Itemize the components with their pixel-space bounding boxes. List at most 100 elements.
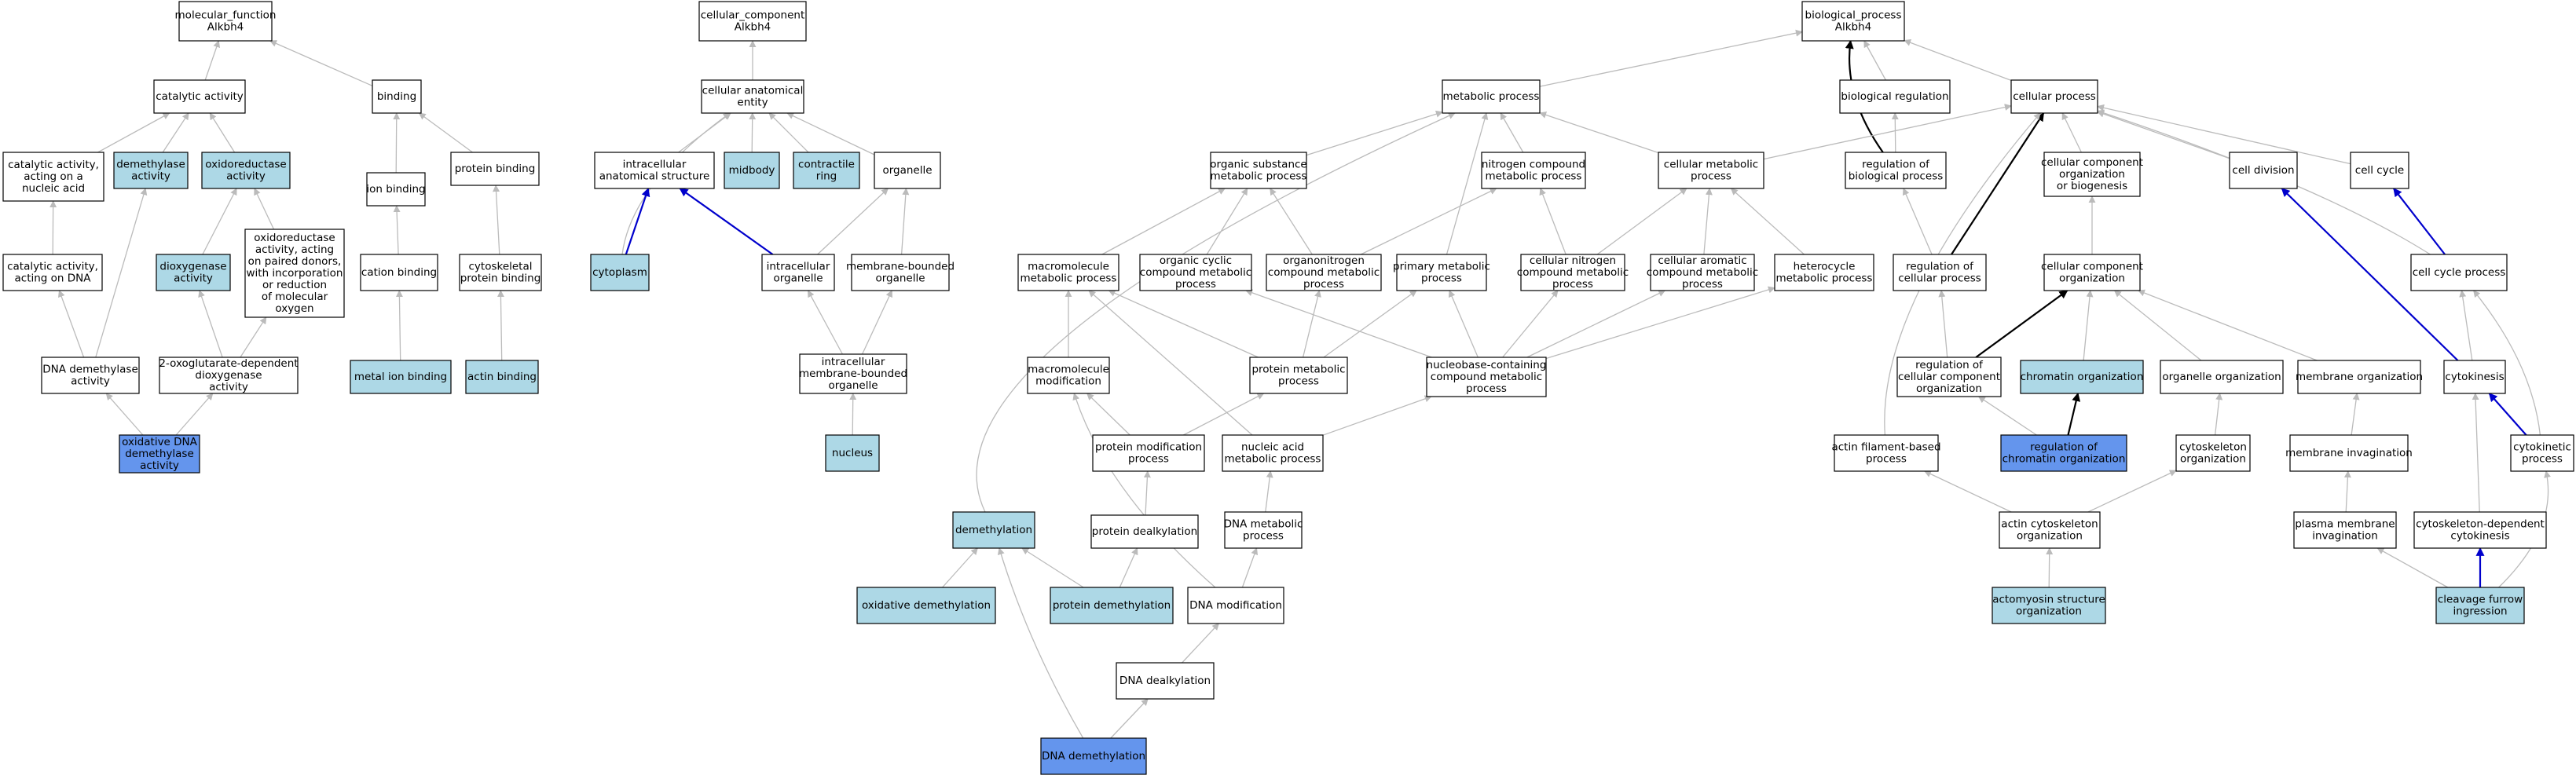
node-label-line: regulation of bbox=[1915, 359, 1984, 371]
node-box bbox=[2175, 434, 2251, 472]
node-protein_demeth[interactable]: protein demethylation bbox=[1050, 587, 1174, 624]
node-cytoplasm[interactable]: cytoplasm bbox=[590, 254, 650, 291]
node-midbody[interactable]: midbody bbox=[724, 152, 780, 189]
edge-primary_met-to-metabolic bbox=[1446, 112, 1489, 255]
node-dna_demeth[interactable]: DNA demethylation bbox=[1040, 737, 1147, 775]
node-organelle[interactable]: organelle bbox=[874, 152, 941, 189]
node-cellular_proc[interactable]: cellular process bbox=[2010, 79, 2098, 114]
node-catalytic[interactable]: catalytic activity bbox=[153, 79, 246, 114]
node-label-line: DNA metabolic bbox=[1224, 518, 1303, 531]
node-label-line: organic substance bbox=[1210, 159, 1306, 171]
node-label-line: process bbox=[1303, 278, 1344, 291]
node-dna_dealk[interactable]: DNA dealkylation bbox=[1116, 662, 1215, 700]
node-cat_dna[interactable]: catalytic activity,acting on DNA bbox=[2, 254, 103, 291]
node-protein_binding[interactable]: protein binding bbox=[450, 152, 540, 186]
node-box bbox=[201, 152, 291, 189]
node-ion_binding[interactable]: ion binding bbox=[366, 172, 426, 207]
node-box bbox=[1116, 662, 1215, 700]
node-protein_dealk[interactable]: protein dealkylation bbox=[1090, 514, 1199, 549]
node-nucleus[interactable]: nucleus bbox=[825, 434, 880, 472]
node-label-line: organelle bbox=[773, 272, 823, 285]
node-box bbox=[1896, 357, 2002, 397]
edge-plasma_inv-to-membrane_inv bbox=[2343, 470, 2351, 513]
node-cell_cycle_proc[interactable]: cell cycle process bbox=[2410, 254, 2508, 291]
node-label-line: biological_process bbox=[1805, 9, 1902, 22]
node-label-line: oxygen bbox=[275, 302, 313, 315]
node-label-line: membrane-bounded bbox=[799, 368, 907, 380]
node-cytokinesis[interactable]: cytokinesis bbox=[2443, 360, 2506, 394]
node-metabolic[interactable]: metabolic process bbox=[1442, 79, 1541, 114]
node-bio_reg[interactable]: biological regulation bbox=[1839, 79, 1951, 114]
node-box bbox=[2413, 511, 2547, 549]
node-binding[interactable]: binding bbox=[372, 79, 422, 114]
node-box bbox=[698, 1, 807, 42]
node-ox_demeth[interactable]: oxidative demethylation bbox=[856, 587, 996, 624]
node-box bbox=[2410, 254, 2508, 291]
edge-membrane_org-to-cc_org bbox=[2137, 289, 2318, 361]
node-demethylation[interactable]: demethylation bbox=[952, 511, 1035, 549]
node-cation[interactable]: cation binding bbox=[360, 254, 438, 291]
node-oxoglutarate[interactable]: 2-oxoglutarate-dependentdioxygenaseactiv… bbox=[159, 357, 299, 394]
edge-contractile-to-cae bbox=[768, 112, 809, 153]
node-label-line: metabolic process bbox=[1443, 90, 1540, 103]
node-organelle_org[interactable]: organelle organization bbox=[2160, 360, 2284, 394]
node-actin_binding[interactable]: actin binding bbox=[465, 360, 539, 394]
node-chromatin_org[interactable]: chromatin organization bbox=[2020, 360, 2144, 394]
node-membrane_org[interactable]: membrane organization bbox=[2296, 360, 2423, 394]
node-membrane_inv[interactable]: membrane invagination bbox=[2285, 434, 2413, 472]
node-dna_mod[interactable]: DNA modification bbox=[1187, 587, 1284, 624]
node-label-line: heterocycle bbox=[1794, 261, 1856, 273]
node-cell_cycle[interactable]: cell cycle bbox=[2350, 152, 2409, 189]
node-metal_ion[interactable]: metal ion binding bbox=[350, 360, 452, 394]
edge-cytokinetic-to-cell_cycle_proc bbox=[2473, 290, 2541, 436]
node-cell_div[interactable]: cell division bbox=[2229, 152, 2298, 189]
